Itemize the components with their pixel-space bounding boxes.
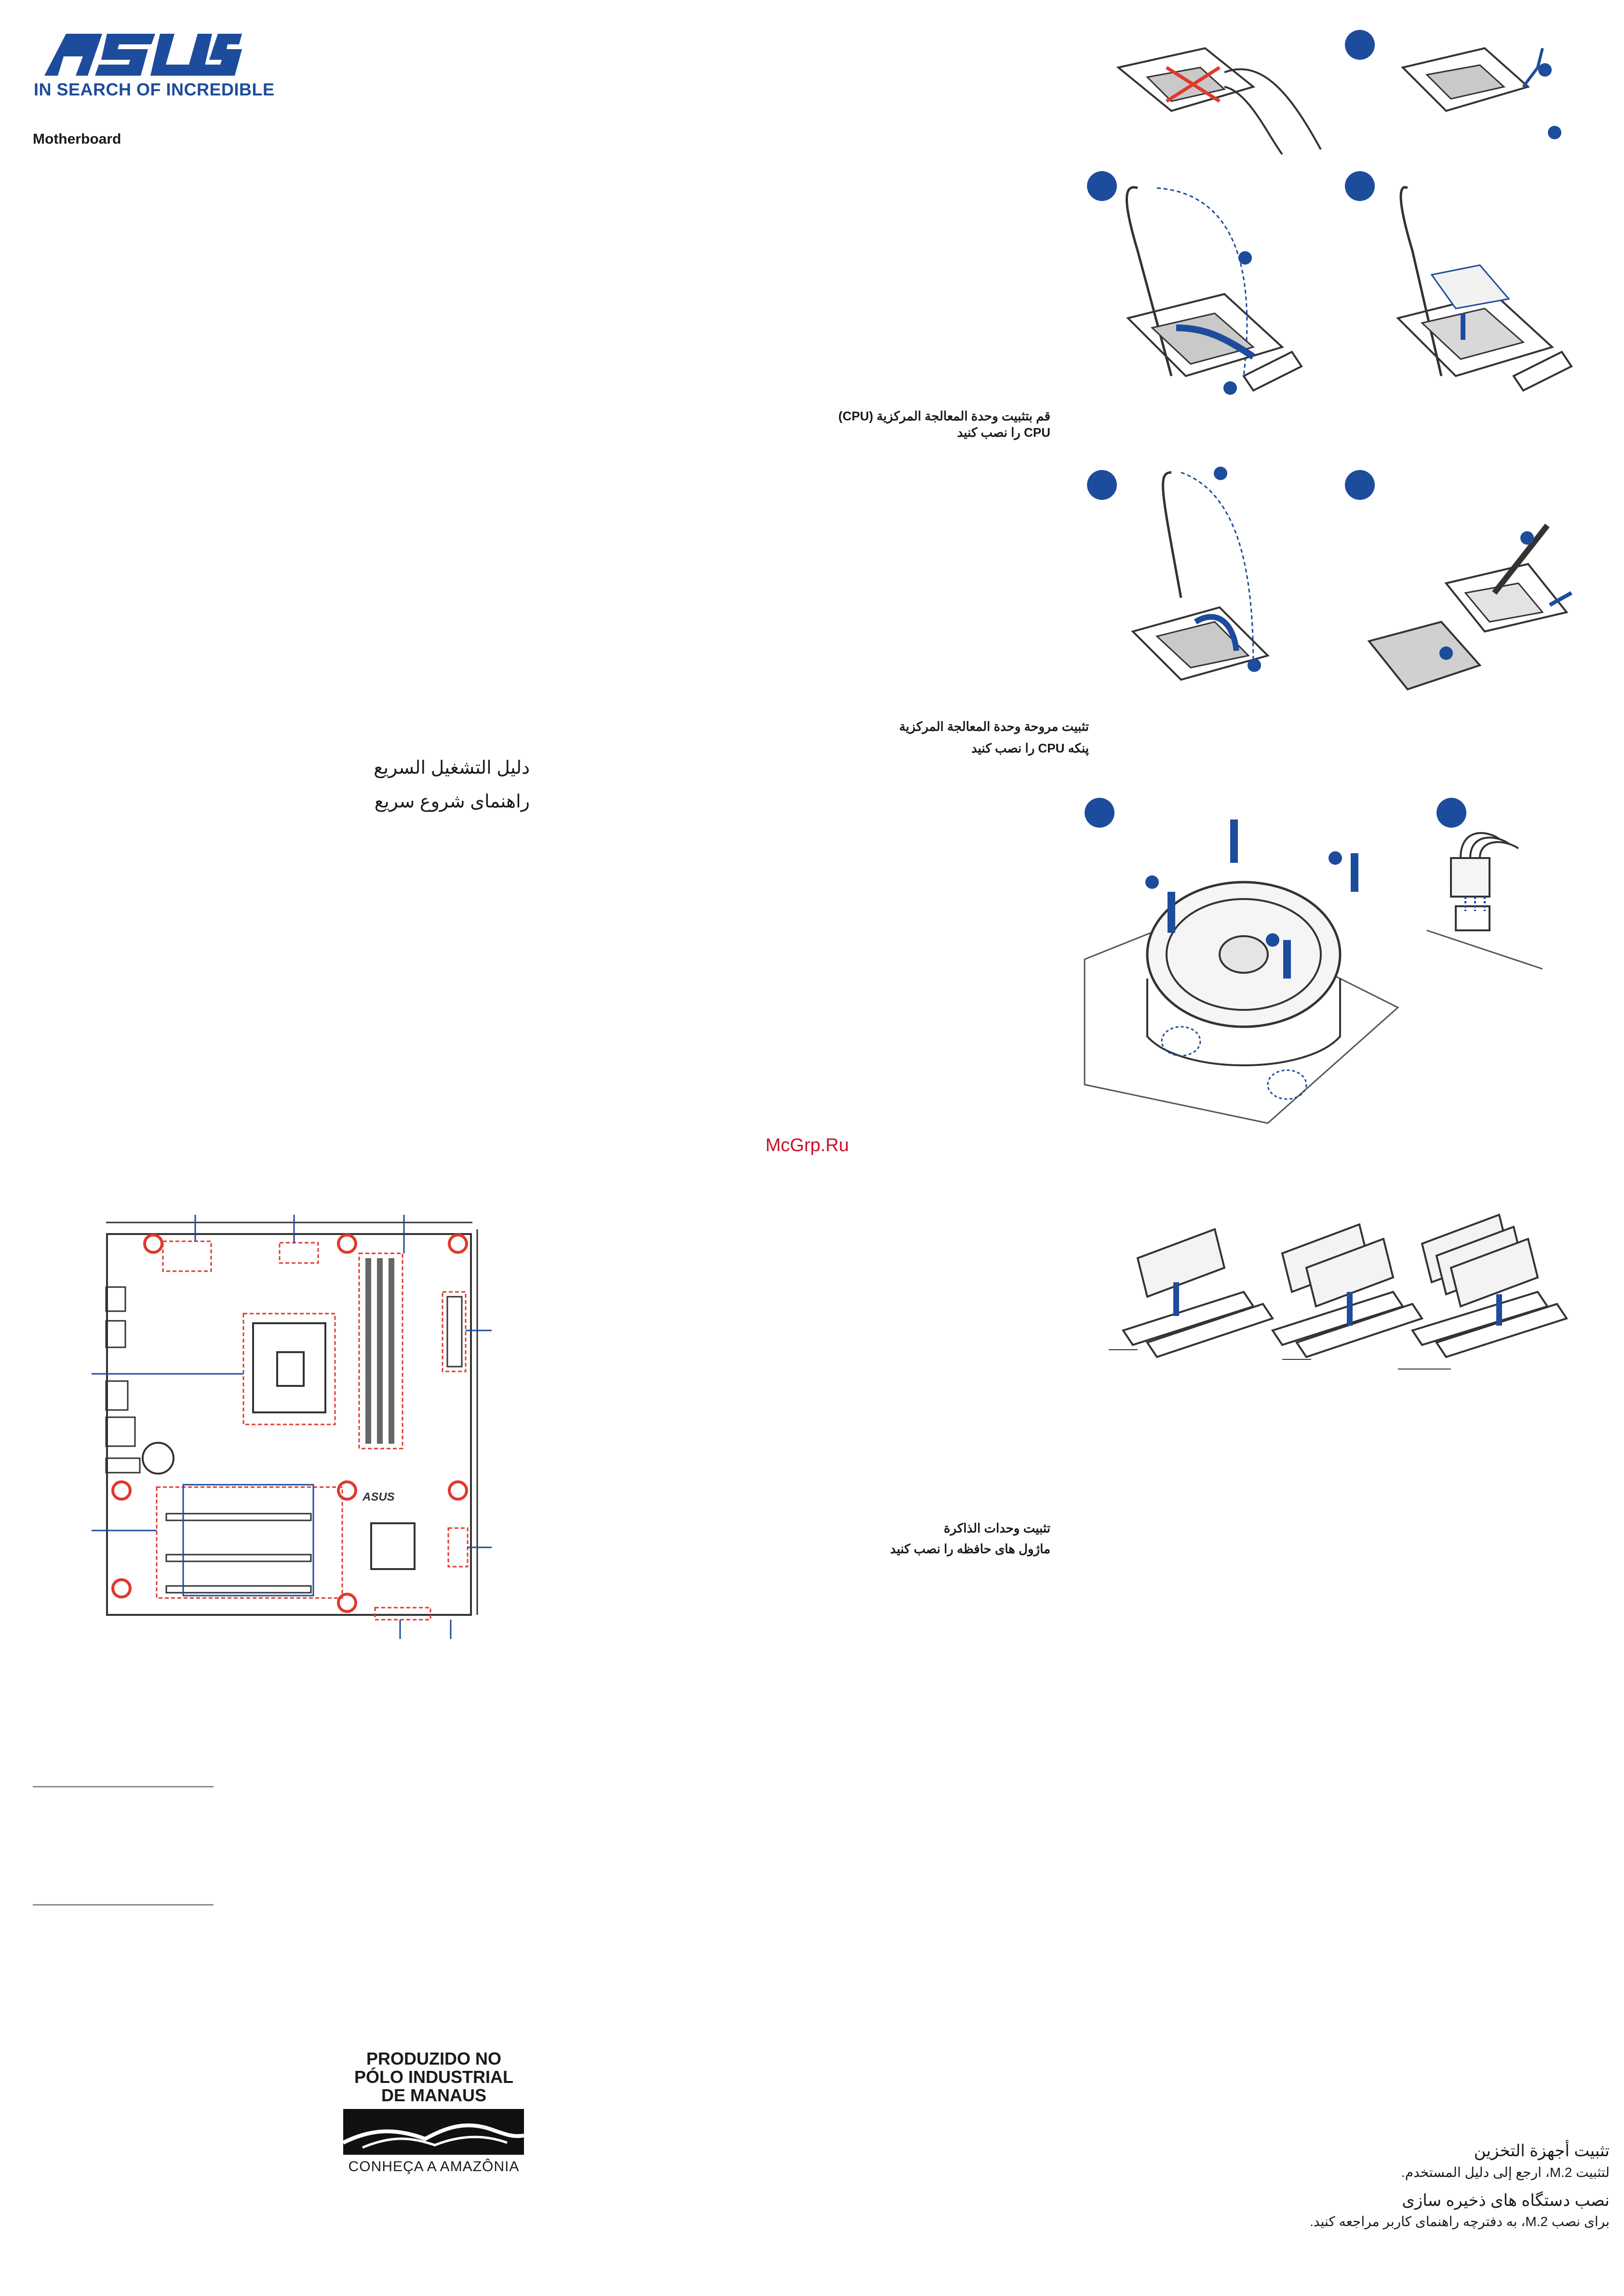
memory-illustrations [1109,1213,1569,1370]
title-arabic: دليل التشغيل السريع [374,758,530,778]
manaus-river-emblem [342,2109,524,2155]
asus-logo [30,30,242,78]
manaus-badge: PRODUZIDO NO PÓLO INDUSTRIAL DE MANAUS C… [337,2049,530,2179]
cpu-step-1-marker [1345,30,1375,60]
cpu-step-5-marker [1087,470,1117,500]
memory-heading-arabic: تثبيت وحدات الذاكرة [943,1521,1050,1535]
asus-logo-mark [44,34,242,76]
fan-header-illustration [1426,832,1543,970]
cooler-illustration [1084,819,1399,1124]
cpu-step-3-marker [1087,171,1117,201]
manaus-line-3: DE MANAUS [381,2085,486,2105]
storage-title-arabic: تثبيت أجهزة التخزين [1474,2142,1610,2160]
title-persian: راهنمای شروع سریع [374,792,530,812]
cpu-heading-arabic: قم بتثبيت وحدة المعالجة المركزية (CPU) [838,409,1050,423]
cpu-heading-persian: CPU را نصب کنید [957,425,1050,440]
storage-body-persian: برای نصب M.2، به دفترچه راهنمای کاربر مر… [1310,2214,1610,2229]
storage-body-arabic: لتثبيت M.2، ارجع إلى دليل المستخدم. [1401,2165,1610,2180]
tagline: IN SEARCH OF INCREDIBLE [34,80,275,99]
storage-title-persian: نصب دستگاه های ذخیره سازی [1402,2191,1610,2210]
product-label: Motherboard [33,131,121,147]
cpu-illustration-thermal-paste [1367,524,1572,691]
divider-2 [33,1904,214,1906]
cooler-heading-arabic: تثبيت مروحة وحدة المعالجة المركزية [899,719,1089,734]
cooler-heading-persian: پنکه CPU را نصب کنید [971,741,1089,755]
cpu-step-6-marker [1345,470,1375,500]
cooler-step-2-marker [1436,798,1466,828]
manaus-line-1: PRODUZIDO NO [366,2049,501,2068]
cpu-illustration-lever [1401,47,1561,139]
board-asus-silkscreen: ASUS [362,1490,395,1504]
cpu-illustration-warning [1116,47,1322,155]
cpu-illustration-place-cpu [1396,186,1573,392]
watermark: McGrp.Ru [765,1135,849,1155]
manaus-line-2: PÓLO INDUSTRIAL [354,2067,513,2087]
motherboard-layout-diagram [92,1215,492,1639]
cpu-illustration-close-lever [1131,467,1270,681]
cooler-step-1-marker [1085,798,1114,828]
cpu-illustration-open-socket [1126,186,1303,395]
cpu-step-4-marker [1345,171,1375,201]
divider-1 [33,1786,214,1787]
memory-heading-persian: ماژول های حافظه را نصب کنید [890,1542,1050,1556]
manaus-footer: CONHEÇA A AMAZÔNIA [348,2159,520,2175]
